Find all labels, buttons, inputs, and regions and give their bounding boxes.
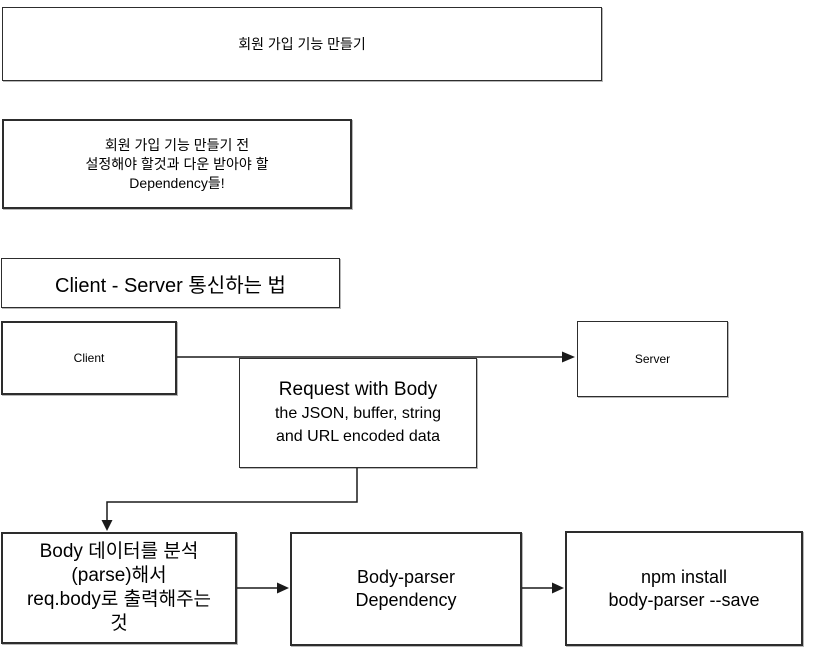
node-request-title: Request with Body: [278, 379, 438, 400]
node-npm-line: npm install: [640, 566, 728, 587]
node-server-label: Server: [634, 352, 671, 366]
node-body-parse: Body 데이터를 분석 (parse)해서 req.body로 출력해주는 것: [1, 532, 237, 644]
arrow-dependency-to-npm: [522, 582, 564, 594]
arrow-body-parse-to-dependency: [237, 582, 289, 594]
node-client-label: Client: [73, 351, 105, 365]
node-prep-note-line: Dependency들!: [129, 174, 225, 191]
arrowhead-right-icon: [552, 582, 564, 594]
arrowhead-right-icon: [562, 351, 575, 363]
arrowhead-down-icon: [101, 520, 113, 531]
node-prep-note-line: 설정해야 할것과 다운 받아야 할: [85, 155, 269, 172]
arrow-request-to-body-parse: [101, 468, 358, 531]
node-body-parse-line: (parse)해서: [71, 565, 167, 586]
node-signup-header: 회원 가입 기능 만들기: [2, 7, 602, 81]
arrow-line: [106, 468, 358, 521]
node-bp-dep-line: Body-parser: [356, 567, 456, 587]
node-request-line: the JSON, buffer, string: [274, 405, 441, 422]
node-npm-line: body-parser --save: [608, 589, 760, 610]
node-bp-dep-line: Dependency: [355, 590, 457, 610]
node-request-line: and URL encoded data: [276, 428, 440, 445]
node-body-parse-line: 것: [110, 613, 128, 634]
node-body-parse-line: req.body로 출력해주는: [26, 589, 212, 610]
node-signup-header-label: 회원 가입 기능 만들기: [238, 36, 366, 52]
node-prep-note: 회원 가입 기능 만들기 전 설정해야 할것과 다운 받아야 할 Depende…: [2, 119, 352, 209]
node-server: Server: [577, 321, 728, 397]
node-section-title-label: Client - Server 통신하는 법: [55, 274, 286, 297]
node-npm-install: npm install body-parser --save: [565, 531, 803, 646]
node-prep-note-line: 회원 가입 기능 만들기 전: [104, 136, 250, 153]
node-section-title: Client - Server 통신하는 법: [1, 258, 340, 308]
node-request-with-body: Request with Body the JSON, buffer, stri…: [239, 358, 477, 468]
node-body-parser-dependency: Body-parser Dependency: [290, 532, 522, 646]
arrowhead-right-icon: [277, 582, 289, 594]
node-body-parse-line: Body 데이터를 분석: [39, 541, 199, 562]
node-client: Client: [1, 321, 177, 395]
